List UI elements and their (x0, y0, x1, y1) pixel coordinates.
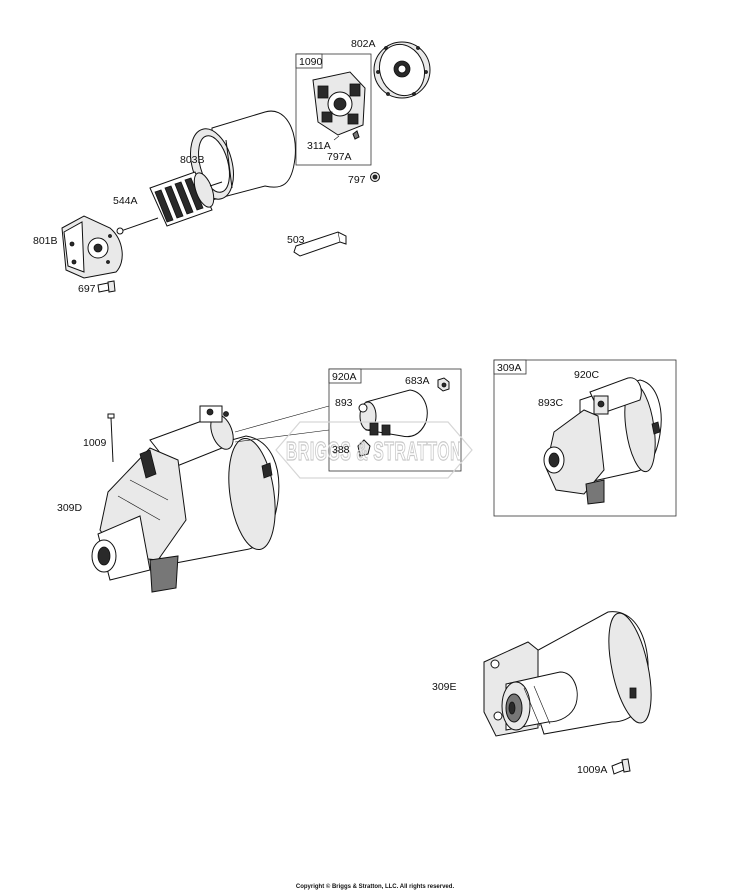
label-697[interactable]: 697 (78, 283, 96, 295)
label-893[interactable]: 893 (335, 397, 353, 409)
label-311A[interactable]: 311A (307, 140, 331, 152)
kit-309A-box (493, 359, 677, 517)
part-309D-starter (91, 405, 280, 593)
label-893C[interactable]: 893C (538, 397, 564, 409)
label-797[interactable]: 797 (348, 174, 366, 186)
part-802A-end-cap (373, 41, 431, 99)
part-544A-armature (116, 171, 223, 235)
label-309A[interactable]: 309A (497, 362, 522, 374)
label-920C[interactable]: 920C (574, 369, 600, 381)
part-797-nut (370, 172, 380, 182)
label-309D[interactable]: 309D (57, 502, 83, 514)
label-544A[interactable]: 544A (113, 195, 138, 207)
copyright-notice: Copyright © Briggs & Stratton, LLC. All … (295, 884, 455, 890)
part-1009-bolt (107, 413, 115, 463)
part-683A-nut (437, 377, 450, 392)
label-1009A[interactable]: 1009A (577, 764, 607, 776)
part-801B-bracket (61, 215, 123, 279)
leader-920A (234, 405, 330, 433)
label-1009[interactable]: 1009 (83, 437, 107, 449)
label-920A[interactable]: 920A (332, 371, 357, 383)
label-503[interactable]: 503 (287, 234, 305, 246)
label-801B[interactable]: 801B (33, 235, 58, 247)
brand-watermark: BRIGGS & STRATTON (275, 421, 473, 479)
label-309E[interactable]: 309E (432, 681, 457, 693)
kit-1090-box (295, 53, 372, 166)
part-503-strip (293, 231, 347, 257)
label-1090[interactable]: 1090 (299, 56, 323, 68)
label-802A[interactable]: 802A (351, 38, 376, 50)
label-388[interactable]: 388 (332, 444, 350, 456)
part-309E-starter (483, 611, 652, 737)
part-1009A-screw (611, 758, 631, 775)
label-803B[interactable]: 803B (180, 154, 205, 166)
part-697-screw (97, 280, 116, 293)
label-683A[interactable]: 683A (405, 375, 430, 387)
label-797A[interactable]: 797A (327, 151, 352, 163)
watermark-text: BRIGGS & STRATTON (286, 436, 462, 466)
